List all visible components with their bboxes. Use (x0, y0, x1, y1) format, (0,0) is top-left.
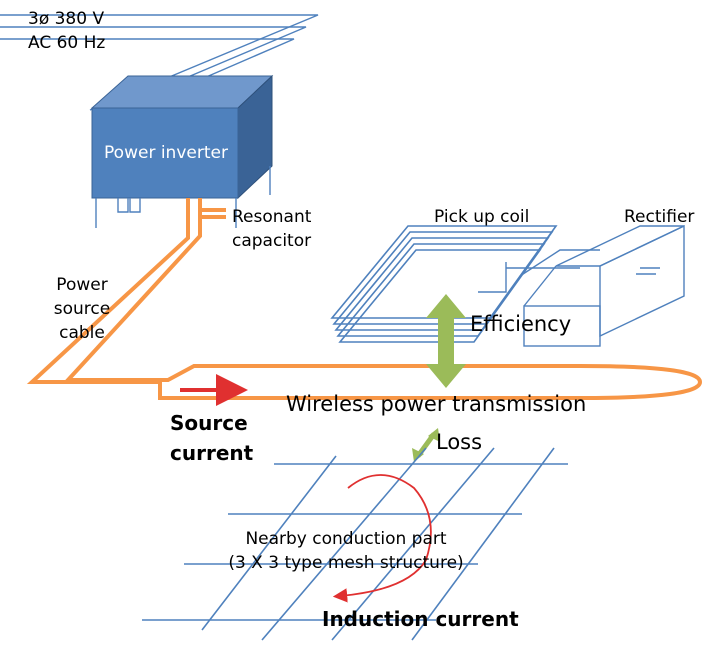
wireless-transmission-label: Wireless power transmission (286, 392, 586, 416)
rectifier (523, 224, 685, 347)
cable-label-3: cable (59, 323, 105, 343)
supply-frequency-label: AC 60 Hz (28, 33, 105, 53)
loss-label: Loss (436, 430, 482, 454)
cable-label-2: source (54, 299, 110, 319)
supply-voltage-label: 3ø 380 V (28, 9, 104, 29)
labels: 3ø 380 V AC 60 Hz Resonant capacitor Pow… (28, 9, 694, 631)
loss-arrow (412, 428, 440, 462)
mesh-label-1: Nearby conduction part (245, 529, 446, 549)
cable-label-1: Power (56, 275, 107, 295)
rectifier-label: Rectifier (624, 207, 694, 227)
resonant-capacitor-label-2: capacitor (232, 231, 311, 251)
mesh-structure (142, 447, 568, 641)
source-current-label-2: current (170, 441, 254, 465)
induction-current-label: Induction current (322, 607, 519, 631)
resonant-capacitor-label-1: Resonant (232, 207, 312, 227)
inverter-label: Power inverter (104, 143, 228, 163)
mesh-label-2: (3 X 3 type mesh structure) (228, 553, 463, 573)
power-inverter: Power inverter (90, 74, 274, 228)
pickup-coil-label: Pick up coil (434, 207, 529, 227)
efficiency-arrow (426, 294, 466, 388)
power-source-cable (26, 198, 703, 400)
induction-current-arrow (332, 474, 432, 603)
pickup-coil (330, 225, 600, 343)
source-current-label-1: Source (170, 411, 248, 435)
efficiency-label: Efficiency (470, 312, 571, 336)
inverter-front-face (91, 107, 239, 199)
